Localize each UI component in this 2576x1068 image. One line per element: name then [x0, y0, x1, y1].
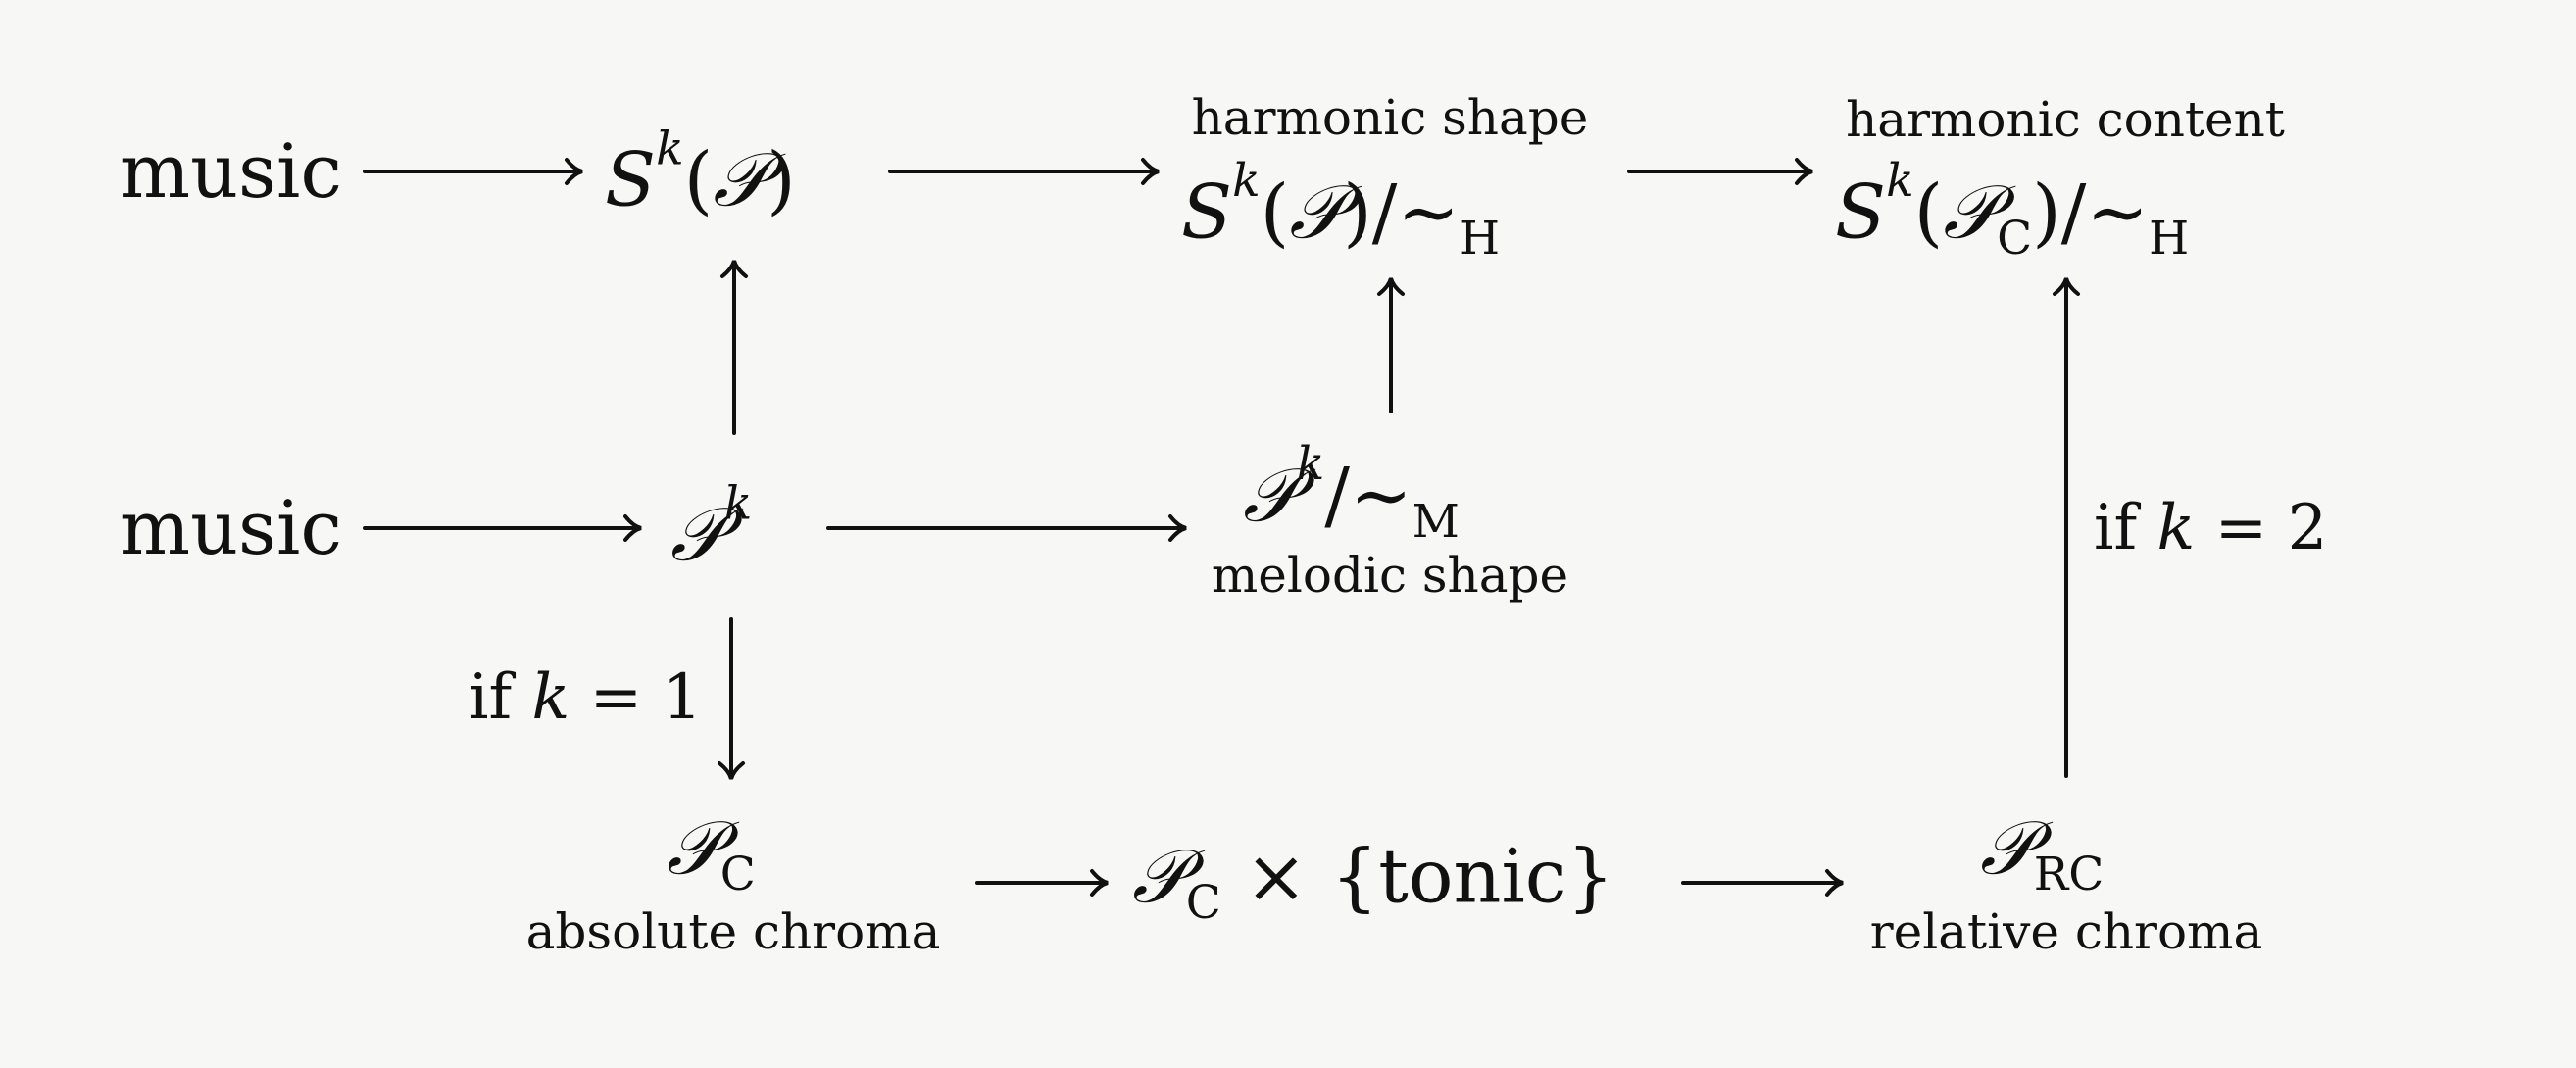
script-p-symbol: 𝒫 — [670, 490, 724, 578]
arrow-melodic-to-harmonic-shape — [1377, 277, 1405, 413]
c-subscript: C — [1997, 211, 2033, 266]
music-text: music — [120, 127, 342, 215]
edge-label-if-k1: if k = 1 — [469, 666, 702, 729]
close-paren: ) — [767, 135, 796, 223]
script-p-symbol: 𝒫 — [1943, 168, 1998, 256]
label-absolute-chroma: absolute chroma — [525, 903, 941, 960]
label-harmonic-shape: harmonic shape — [1191, 89, 1589, 146]
s-symbol: S — [1181, 168, 1233, 256]
sim-symbol: ∼ — [2086, 168, 2150, 256]
sim-symbol: ∼ — [1349, 451, 1412, 539]
equals-two: = 2 — [2214, 492, 2328, 564]
k-variable: k — [531, 661, 570, 734]
arrow-pk-to-melodic-shape — [826, 514, 1187, 542]
c-subscript: C — [719, 848, 756, 902]
sim-symbol: ∼ — [1397, 168, 1461, 256]
label-melodic-shape: melodic shape — [1211, 547, 1569, 604]
if-text: if — [2094, 492, 2138, 564]
label-relative-chroma: relative chroma — [1869, 903, 2263, 960]
tonic-set: {tonic} — [1330, 832, 1614, 920]
k-superscript: k — [1296, 436, 1325, 491]
h-subscript: H — [2149, 211, 2190, 266]
script-p-symbol: 𝒫 — [1980, 803, 2034, 892]
script-p-symbol: 𝒫 — [1243, 451, 1297, 539]
s-symbol: S — [1835, 168, 1887, 256]
arrow-music-to-pk — [363, 514, 642, 542]
node-harmonic-shape: Sk(𝒫)/∼H — [1181, 158, 1500, 262]
arrow-pk-to-pc — [718, 617, 745, 780]
slash: / — [1371, 168, 1398, 256]
node-pc-tonic: 𝒫C × {tonic} — [1132, 839, 1614, 931]
label-harmonic-content: harmonic content — [1846, 91, 2285, 148]
m-subscript: M — [1412, 494, 1460, 549]
node-pc-absolute: 𝒫C — [667, 810, 756, 902]
arrow-pk-to-skp — [720, 260, 748, 435]
k-superscript: k — [656, 121, 684, 176]
script-p-symbol: 𝒫 — [1132, 832, 1186, 920]
k-superscript: k — [1232, 153, 1261, 208]
close-paren: ) — [2032, 168, 2061, 256]
node-music-top: music — [120, 134, 342, 209]
script-p-symbol: 𝒫 — [1289, 168, 1344, 256]
node-sk-p: Sk(𝒫) — [605, 125, 796, 217]
script-p-symbol: 𝒫 — [713, 135, 768, 223]
h-subscript: H — [1460, 211, 1501, 266]
arrow-skp-to-harmonic-shape — [888, 158, 1160, 185]
if-text: if — [469, 661, 513, 734]
node-music-mid: music — [120, 491, 342, 565]
open-paren: ( — [1260, 168, 1290, 256]
open-paren: ( — [1913, 168, 1944, 256]
equals-one: = 1 — [589, 661, 703, 734]
rc-subscript: RC — [2033, 848, 2105, 902]
k-superscript: k — [723, 476, 753, 531]
close-paren: ) — [1343, 168, 1372, 256]
music-text: music — [120, 484, 342, 571]
times-symbol: × — [1245, 832, 1308, 920]
k-variable: k — [2156, 492, 2196, 564]
edge-label-if-k2: if k = 2 — [2094, 497, 2327, 559]
c-subscript: C — [1185, 876, 1221, 931]
node-harmonic-content: Sk(𝒫C)/∼H — [1835, 158, 2189, 262]
s-symbol: S — [605, 135, 657, 223]
arrow-music-to-skp — [363, 158, 583, 185]
arrow-pc-tonic-to-prc — [1681, 869, 1844, 897]
node-prc: 𝒫RC — [1980, 810, 2105, 902]
script-p-symbol: 𝒫 — [667, 803, 720, 892]
slash: / — [2060, 168, 2087, 256]
arrow-pc-to-pc-tonic — [975, 869, 1109, 897]
node-melodic-shape: 𝒫k/∼M — [1243, 441, 1460, 545]
open-paren: ( — [683, 135, 714, 223]
k-superscript: k — [1886, 153, 1914, 208]
arrow-prc-to-harmonic-content — [2053, 277, 2080, 778]
slash: / — [1324, 451, 1350, 539]
node-pk: 𝒫k — [670, 480, 752, 571]
arrow-harmonic-shape-to-content — [1627, 158, 1813, 185]
